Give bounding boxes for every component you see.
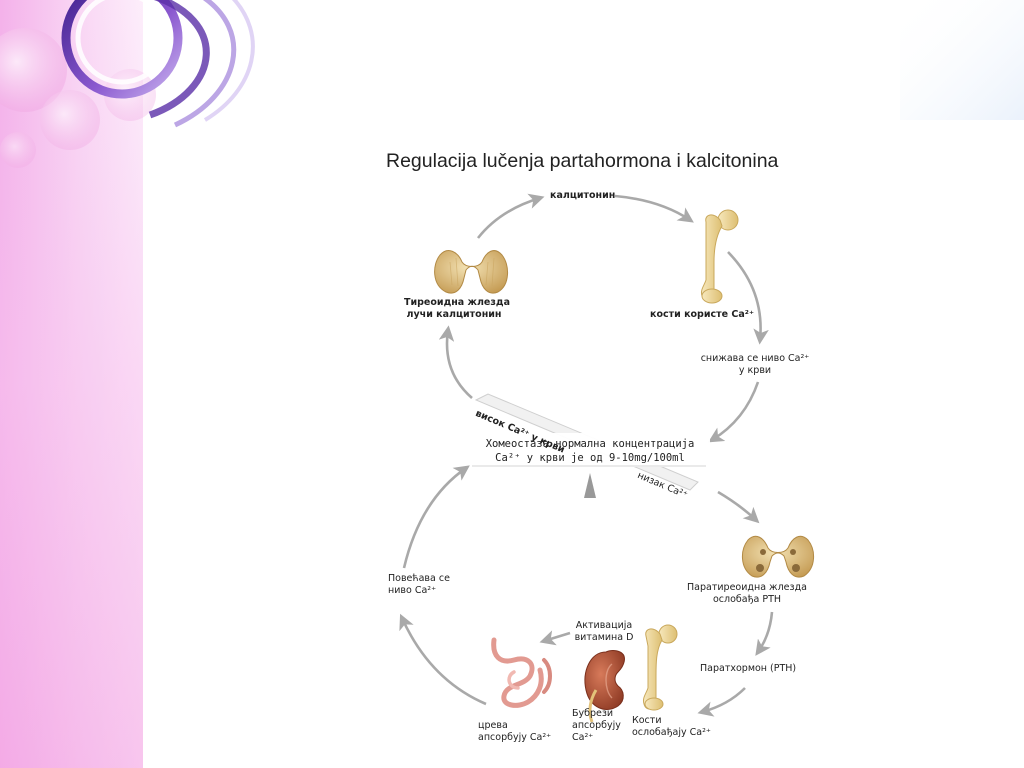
thyroid-gland-icon (434, 250, 508, 294)
label-thyroid: Тиреоидна жлезда лучи калцитонин (404, 297, 510, 320)
arrow-parathyroid-to-pth (755, 611, 774, 656)
arrow-raises-to-homeostasis (402, 465, 470, 569)
arrow-vitamind-to-intestine (539, 630, 571, 646)
label-homeostasis: Хомеостаза нормална концентрација Ca²⁺ у… (485, 438, 695, 464)
arrow-highca-to-thyroid (438, 325, 473, 399)
parathyroid-gland-icon (742, 535, 814, 578)
arrow-intestine-to-raises (399, 613, 487, 706)
label-calcitonin: калцитонин (550, 190, 616, 201)
slide-title: Regulacija lučenja partahormona i kalcit… (386, 150, 779, 172)
label-vitamin-d: Активација витамина D (574, 620, 634, 643)
arrow-calcitonin-to-bone (614, 194, 694, 223)
label-raises: Повећава се ниво Ca²⁺ (388, 573, 450, 596)
intestine-icon (491, 637, 552, 708)
kidney-icon (584, 650, 625, 723)
label-kidneys: Бубрези апсорбују Ca²⁺ (572, 708, 621, 743)
balance-pointer (584, 473, 596, 498)
label-bones-release: Кости ослобађају Ca²⁺ (632, 715, 711, 738)
homeostasis-banner (470, 393, 710, 491)
label-bones-use: кости користе Ca²⁺ (650, 309, 754, 320)
arrow-thyroid-to-calcitonin (476, 193, 545, 239)
label-intestine: црева апсорбују Ca²⁺ (478, 720, 552, 743)
label-pth: Паратхормон (PTH) (700, 663, 797, 674)
arrow-lowca-to-parathyroid (717, 490, 760, 524)
label-lowers: снижава се ниво Ca²⁺ у крви (700, 353, 810, 376)
femur-bone-lower-icon (643, 624, 678, 711)
label-parathyroid: Паратиреоидна жлезда ослобађа PTH (687, 582, 807, 605)
arrow-bone-to-lowers (727, 251, 769, 345)
femur-bone-icon (701, 209, 739, 304)
arrow-lowers-to-homeostasis (707, 381, 760, 443)
arrow-pth-to-bones (697, 687, 746, 717)
